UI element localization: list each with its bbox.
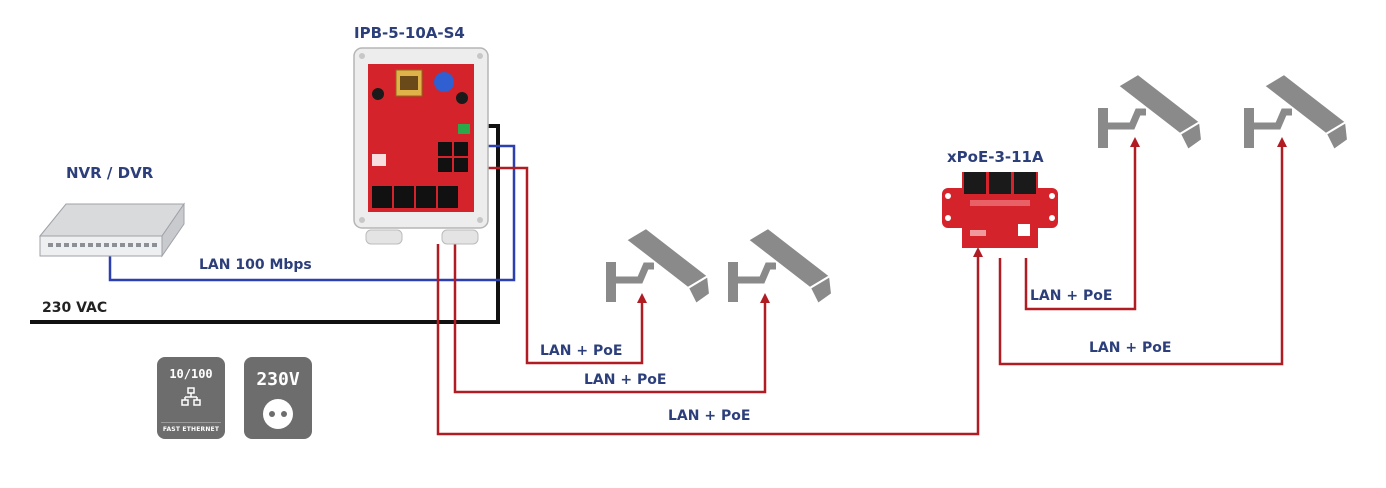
poe-label-1: LAN + PoE [540,343,623,359]
poe-line-4 [1024,137,1140,311]
power-badge: 230V [244,357,312,439]
network-icon [181,387,201,406]
switch-title: IPB-5-10A-S4 [354,24,465,42]
ethernet-badge-label: 10/100 [169,367,213,381]
ethernet-badge-caption: FAST ETHERNET [162,426,220,433]
poe-switch-device-icon [353,47,489,245]
ethernet-badge: 10/100 FAST ETHERNET [157,357,225,439]
poe-label-4: LAN + PoE [1030,288,1113,304]
poe-label-5: LAN + PoE [1089,340,1172,356]
nvr-device-icon [38,202,185,258]
poe-extender-device-icon [942,172,1058,248]
poe-line-5 [998,137,1287,366]
poe-label-2: LAN + PoE [584,372,667,388]
camera-1-icon [606,226,712,306]
power-socket-icon [263,399,293,429]
poe-line-3 [436,244,983,436]
ethernet-badge-divider [161,422,221,423]
poe-label-3: LAN + PoE [668,408,751,424]
extender-title: xPoE-3-11A [947,148,1044,166]
nvr-title: NVR / DVR [66,164,154,182]
lan-cable [108,144,516,282]
power-badge-label: 230V [256,369,300,390]
mains-label: 230 VAC [42,300,108,316]
camera-2-icon [728,226,834,306]
lan-label: LAN 100 Mbps [199,257,312,273]
camera-3-icon [1098,72,1204,152]
camera-4-icon [1244,72,1350,152]
poe-line-1 [486,166,647,365]
poe-line-2 [453,236,770,394]
